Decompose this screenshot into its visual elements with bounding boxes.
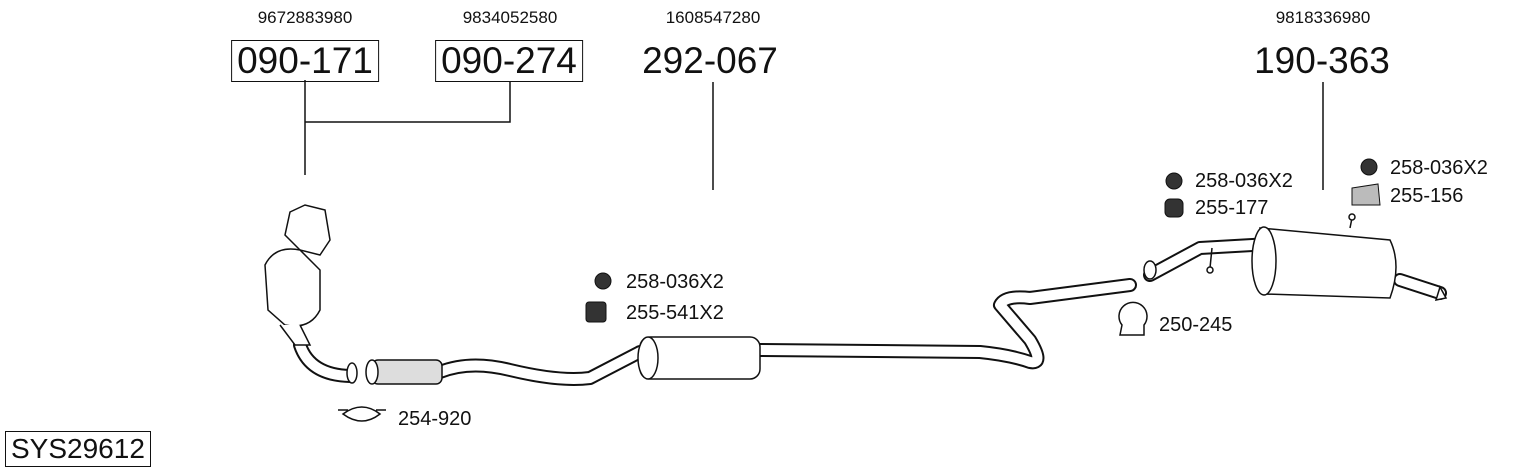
accessory-label[interactable]: 258-036X2: [1390, 157, 1488, 179]
accessory-label[interactable]: 258-036X2: [626, 271, 724, 293]
oem-number: 9834052580: [462, 8, 558, 27]
accessory-label[interactable]: 250-245: [1159, 314, 1233, 336]
accessory-label[interactable]: 254-920: [398, 408, 472, 430]
part-number[interactable]: 190-363: [1254, 40, 1390, 81]
part-number-box[interactable]: 090-274: [435, 40, 583, 82]
oem-number: 9818336980: [1275, 8, 1371, 27]
leader-line-090-274: [305, 82, 511, 123]
catalytic-converter: [264, 248, 321, 327]
clamp-icon: [338, 406, 386, 422]
hanger-icon: [585, 301, 607, 323]
hanger-icon: [1164, 198, 1184, 218]
accessory-label[interactable]: 255-541X2: [626, 302, 724, 324]
accessory-label[interactable]: 258-036X2: [1195, 170, 1293, 192]
u-clamp-icon: [1118, 301, 1148, 336]
nut-icon: [1360, 158, 1378, 176]
nut-icon: [594, 272, 612, 290]
oem-number: 1608547280: [665, 8, 761, 27]
flex-pipe: [371, 359, 443, 385]
rear-muffler: [1259, 227, 1397, 299]
part-number-box[interactable]: 090-171: [231, 40, 379, 82]
accessory-label[interactable]: 255-156: [1390, 185, 1464, 207]
system-id-box: SYS29612: [5, 431, 151, 467]
nut-icon: [1165, 172, 1183, 190]
accessory-label[interactable]: 255-177: [1195, 197, 1269, 219]
bracket-icon: [1351, 183, 1381, 206]
part-number[interactable]: 292-067: [642, 40, 778, 81]
manifold-flange: [284, 204, 331, 256]
oem-number: 9672883980: [257, 8, 353, 27]
